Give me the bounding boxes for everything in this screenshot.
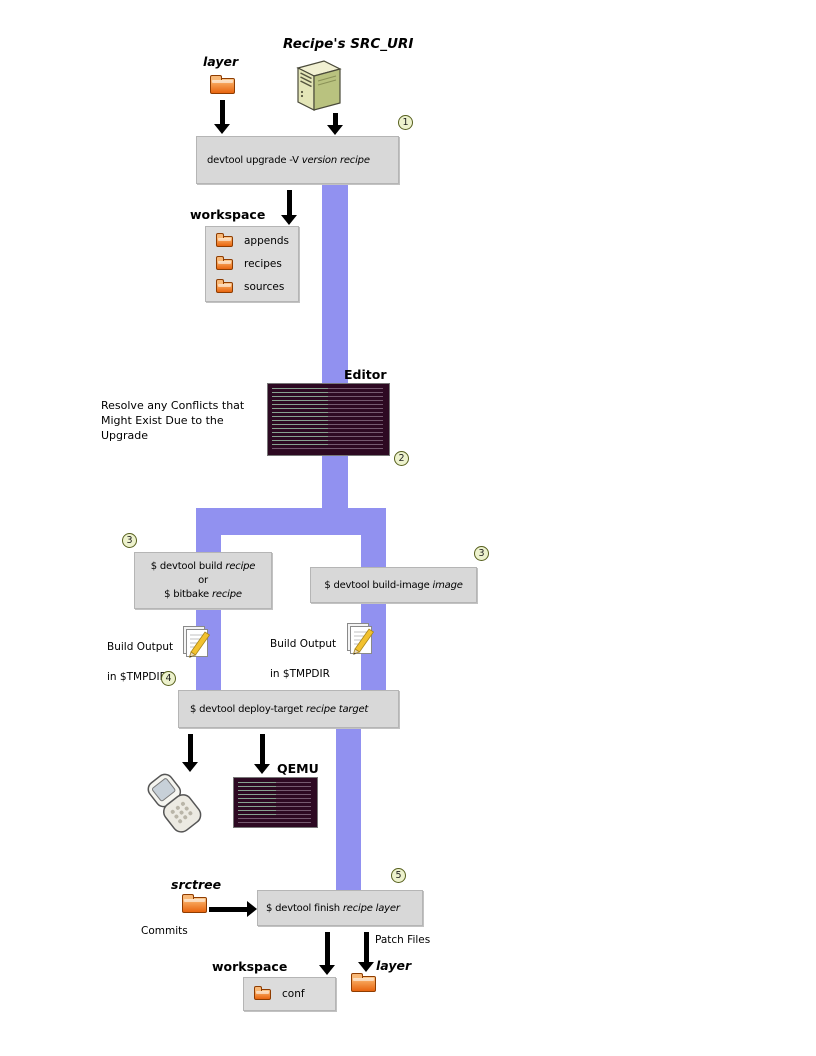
- workspace-top-box: appends recipes sources: [205, 226, 299, 302]
- step-4-number: 4: [165, 673, 172, 684]
- step-1-number: 1: [402, 117, 409, 128]
- flow-band-horizontal: [196, 508, 386, 535]
- devtool-upgrade-command-text: devtool upgrade -V version recipe: [207, 154, 370, 166]
- flow-band-lower-vertical: [336, 726, 361, 892]
- editor-terminal-screenshot: [267, 383, 390, 456]
- flow-band-main-vertical: [322, 184, 348, 510]
- step-badge-1: 1: [398, 115, 413, 130]
- step-badge-3-left: 3: [122, 533, 137, 548]
- workspace-item-label: recipes: [244, 258, 282, 270]
- devtool-build-command-text: $ devtool build recipe or $ bitbake reci…: [135, 561, 271, 600]
- workspace-top-label: workspace: [190, 207, 266, 222]
- workspace-item-sources: sources: [206, 276, 298, 299]
- qemu-terminal-screenshot: [233, 777, 318, 828]
- conf-label: conf: [282, 988, 305, 1000]
- devtool-build-command-box: $ devtool build recipe or $ bitbake reci…: [134, 552, 272, 609]
- qemu-label: QEMU: [277, 761, 319, 776]
- build-output-document-icon: [347, 623, 375, 655]
- build-output-line: Build Output: [107, 641, 174, 653]
- workspace-item-label: appends: [244, 235, 290, 247]
- src-uri-label: Recipe's SRC_URI: [283, 36, 414, 52]
- workspace-bottom-box: conf: [243, 977, 336, 1011]
- devtool-finish-command-box: $ devtool finish recipe layer: [257, 890, 423, 926]
- build-line-1: $ devtool build recipe: [150, 561, 256, 572]
- devtool-deploy-target-command-text: $ devtool deploy-target recipe target: [190, 703, 369, 715]
- arrow-deploy-to-device: [182, 734, 198, 772]
- arrow-upgrade-to-workspace: [281, 190, 297, 225]
- layer-folder-icon: [210, 75, 235, 94]
- layer-top-label: layer: [203, 54, 239, 69]
- devtool-upgrade-command-box: devtool upgrade -V version recipe: [196, 136, 399, 184]
- resolve-conflicts-note: Resolve any Conflicts that Might Exist D…: [101, 399, 245, 442]
- build-output-note-left: Build Output in $TMPDIR: [107, 625, 183, 700]
- workspace-bottom-label: workspace: [212, 959, 288, 974]
- arrow-srcuri-to-upgrade: [327, 113, 343, 135]
- build-output-note-right: Build Output in $TMPDIR: [270, 622, 346, 697]
- devtool-build-image-command-box: $ devtool build-image image: [310, 567, 477, 603]
- step-3-number: 3: [126, 535, 133, 546]
- step-badge-2: 2: [394, 451, 409, 466]
- workspace-item-appends: appends: [206, 230, 298, 253]
- folder-icon: [216, 255, 233, 270]
- step-badge-3-right: 3: [474, 546, 489, 561]
- build-output-line: in $TMPDIR: [270, 668, 330, 680]
- folder-icon: [254, 985, 271, 1000]
- arrow-finish-to-layer: [358, 932, 374, 972]
- workspace-item-conf: conf: [244, 983, 335, 1006]
- layer-bottom-folder-icon: [351, 973, 376, 992]
- step-badge-4: 4: [161, 671, 176, 686]
- arrow-deploy-to-qemu: [254, 734, 270, 774]
- arrow-layer-to-upgrade: [214, 100, 230, 134]
- step-5-number: 5: [395, 870, 402, 881]
- build-output-document-icon: [183, 626, 211, 658]
- devtool-finish-command-text: $ devtool finish recipe layer: [266, 902, 400, 914]
- srctree-label: srctree: [171, 877, 222, 892]
- build-output-line: in $TMPDIR: [107, 671, 167, 683]
- commits-label: Commits: [141, 925, 188, 937]
- server-icon: [296, 60, 342, 111]
- editor-label: Editor: [344, 367, 387, 382]
- workspace-item-recipes: recipes: [206, 253, 298, 276]
- build-line-2: $ bitbake recipe: [164, 589, 242, 600]
- step-3-number: 3: [478, 548, 485, 559]
- step-2-number: 2: [398, 453, 405, 464]
- layer-bottom-label: layer: [376, 958, 412, 973]
- workspace-item-label: sources: [244, 281, 285, 293]
- build-line-or: or: [198, 575, 208, 586]
- step-badge-5: 5: [391, 868, 406, 883]
- srctree-folder-icon: [182, 894, 207, 913]
- build-output-line: Build Output: [270, 638, 337, 650]
- patch-files-label: Patch Files: [375, 934, 431, 946]
- devtool-build-image-command-text: $ devtool build-image image: [324, 579, 463, 591]
- arrow-finish-to-workspace: [319, 932, 335, 975]
- devtool-deploy-target-command-box: $ devtool deploy-target recipe target: [178, 690, 399, 728]
- folder-icon: [216, 232, 233, 247]
- folder-icon: [216, 278, 233, 293]
- arrow-srctree-to-finish: [209, 901, 257, 917]
- target-device-phone-icon: [147, 773, 202, 833]
